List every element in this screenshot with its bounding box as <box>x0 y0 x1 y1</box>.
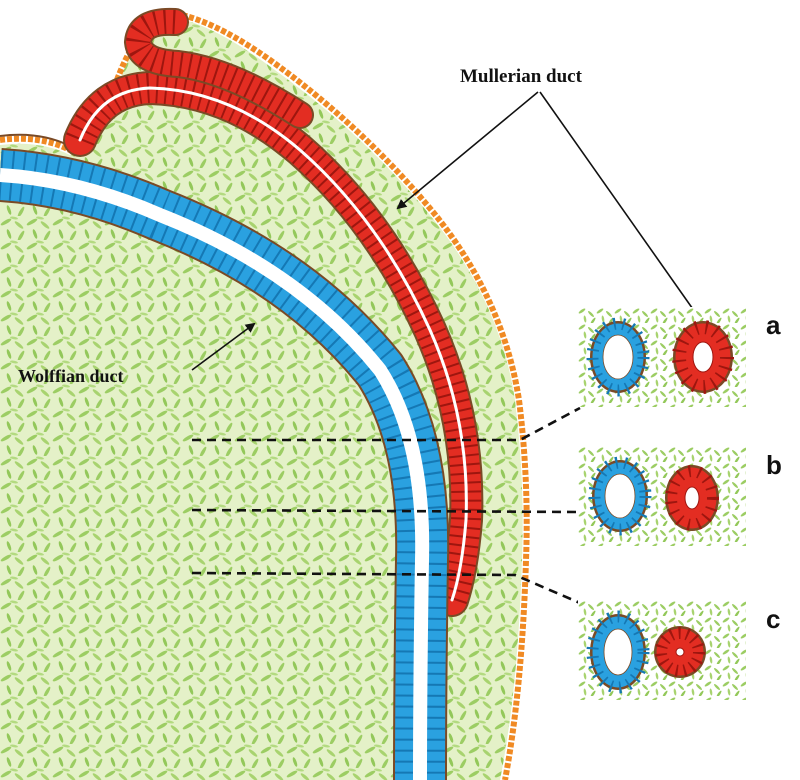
cross-section-panel-a <box>578 307 746 407</box>
mullerian-duct-label: Mullerian duct <box>460 66 583 87</box>
section-line-c <box>191 571 581 605</box>
wolffian-duct-label: Wolffian duct <box>18 366 124 386</box>
section-line-a <box>192 406 581 442</box>
panel-c-label: c <box>766 604 780 634</box>
panel-b-label: b <box>766 450 782 480</box>
section-line-b <box>191 508 579 514</box>
mullerian-duct <box>63 7 484 617</box>
mullerian-arrow-1 <box>396 91 539 210</box>
wolffian-duct <box>0 148 450 780</box>
cross-section-panel-c <box>578 600 746 700</box>
section-lines <box>191 406 581 605</box>
wolffian-arrow <box>191 322 256 371</box>
cross-section-panel-b <box>578 446 746 546</box>
panel-a-label: a <box>766 310 781 340</box>
mullerian-arrow-2 <box>539 91 704 324</box>
